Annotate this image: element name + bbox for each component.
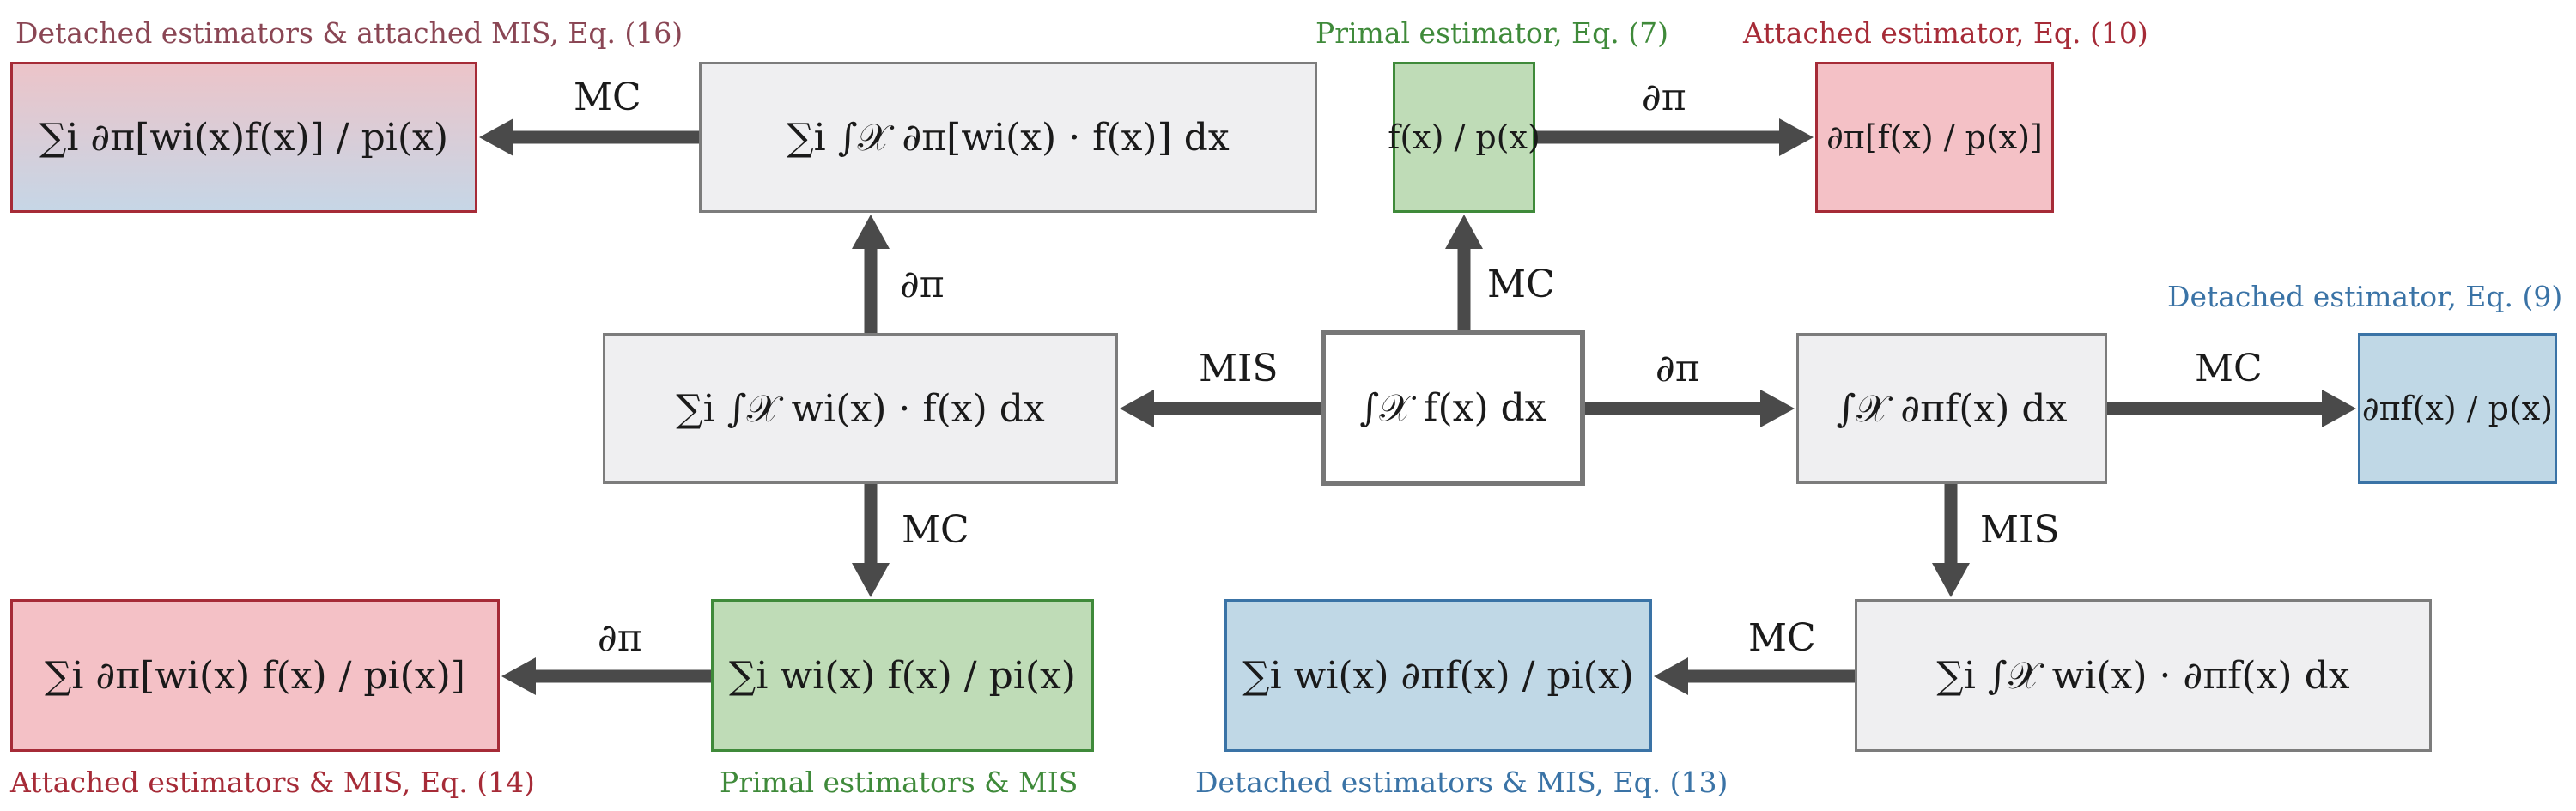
detached-estimator-box: ∂πf(x) / p(x) bbox=[2358, 333, 2557, 484]
attached-estimator-box: ∂π[f(x) / p(x)] bbox=[1815, 62, 2054, 213]
arrow-primal-estimator-to-attached-estimator-head bbox=[1779, 118, 1814, 156]
detached-mis-box: ∑i wi(x) ∂πf(x) / pi(x) bbox=[1224, 599, 1652, 752]
arrow-integral-to-primal-estimator-head bbox=[1445, 215, 1483, 249]
deriv-mis-integral-box: ∑i ∫𝒳 ∂π[wi(x) · f(x)] dx bbox=[699, 62, 1317, 213]
formula-mis-deriv-integral: ∑i ∫𝒳 wi(x) · ∂πf(x) dx bbox=[1936, 653, 2350, 698]
attached-mis-box: ∑i ∂π[wi(x) f(x) / pi(x)] bbox=[10, 599, 500, 752]
formula-deriv-integral: ∫𝒳 ∂πf(x) dx bbox=[1836, 386, 2068, 431]
mis-integral-box: ∑i ∫𝒳 wi(x) · f(x) dx bbox=[603, 333, 1118, 484]
arrow-mis-integral-to-deriv-mis-integral-head bbox=[852, 215, 890, 249]
arrow-integral-to-deriv-integral bbox=[1585, 390, 1795, 427]
detached-attached-mis-box: ∑i ∂π[wi(x)f(x)] / pi(x) bbox=[10, 62, 477, 213]
caption-primal-estimators-mis: Primal estimators & MIS bbox=[720, 766, 1078, 799]
arrow-deriv-mis-integral-to-detached-attached-mis bbox=[479, 118, 699, 156]
edge-label-mis-down: MIS bbox=[1980, 508, 2060, 552]
formula-primal-mis: ∑i wi(x) f(x) / pi(x) bbox=[729, 653, 1076, 698]
edge-label-mis-left: MIS bbox=[1199, 347, 1279, 390]
edge-label-mc-right: MC bbox=[2195, 347, 2263, 390]
edge-label-mc-top-left: MC bbox=[574, 76, 641, 119]
arrow-deriv-integral-to-detached-estimator bbox=[2107, 390, 2356, 427]
formula-mis-integral: ∑i ∫𝒳 wi(x) · f(x) dx bbox=[676, 386, 1045, 431]
primal-estimator-box: f(x) / p(x) bbox=[1388, 62, 1540, 213]
edge-label-mc-down: MC bbox=[902, 508, 969, 552]
arrow-integral-to-mis-integral-head bbox=[1120, 390, 1154, 427]
formula-detached-mis: ∑i wi(x) ∂πf(x) / pi(x) bbox=[1242, 653, 1634, 698]
primal-mis-box: ∑i wi(x) f(x) / pi(x) bbox=[711, 599, 1094, 752]
formula-deriv-mis-integral: ∑i ∫𝒳 ∂π[wi(x) · f(x)] dx bbox=[787, 115, 1230, 160]
mis-deriv-integral-box: ∑i ∫𝒳 wi(x) · ∂πf(x) dx bbox=[1855, 599, 2432, 752]
caption-attached-estimators-mis: Attached estimators & MIS, Eq. (14) bbox=[10, 766, 535, 799]
arrow-deriv-integral-to-detached-estimator-head bbox=[2322, 390, 2356, 427]
edge-label-mc-bottom-right: MC bbox=[1748, 616, 1816, 660]
caption-detached-estimator: Detached estimator, Eq. (9) bbox=[2167, 280, 2563, 313]
arrow-primal-mis-to-attached-mis bbox=[501, 657, 711, 695]
arrow-mis-deriv-integral-to-detached-mis-head bbox=[1654, 657, 1688, 695]
caption-primal-estimator: Primal estimator, Eq. (7) bbox=[1315, 16, 1668, 50]
edge-label-d-right: ∂π bbox=[1656, 347, 1700, 390]
arrow-deriv-integral-to-mis-deriv-integral bbox=[1932, 484, 1970, 597]
arrow-integral-to-mis-integral bbox=[1120, 390, 1321, 427]
arrow-integral-to-deriv-integral-head bbox=[1760, 390, 1795, 427]
arrow-primal-mis-to-attached-mis-head bbox=[501, 657, 536, 695]
arrow-integral-to-primal-estimator bbox=[1445, 215, 1483, 330]
integral-box: ∫𝒳 f(x) dx bbox=[1321, 330, 1585, 486]
arrow-mis-integral-to-primal-mis bbox=[852, 484, 890, 597]
formula-detached-attached-mis: ∑i ∂π[wi(x)f(x)] / pi(x) bbox=[39, 115, 448, 160]
arrow-primal-estimator-to-attached-estimator bbox=[1535, 118, 1814, 156]
formula-integral: ∫𝒳 f(x) dx bbox=[1359, 385, 1546, 430]
edge-label-d-up: ∂π bbox=[900, 263, 945, 306]
caption-detached-attached-mis: Detached estimators & attached MIS, Eq. … bbox=[15, 16, 683, 50]
formula-attached-estimator: ∂π[f(x) / p(x)] bbox=[1826, 118, 2043, 156]
caption-detached-estimators-mis: Detached estimators & MIS, Eq. (13) bbox=[1195, 766, 1728, 799]
formula-attached-mis: ∑i ∂π[wi(x) f(x) / pi(x)] bbox=[45, 653, 465, 698]
arrow-mis-integral-to-primal-mis-head bbox=[852, 563, 890, 597]
caption-attached-estimator: Attached estimator, Eq. (10) bbox=[1743, 16, 2148, 50]
deriv-integral-box: ∫𝒳 ∂πf(x) dx bbox=[1796, 333, 2107, 484]
edge-label-mc-up: MC bbox=[1487, 263, 1555, 306]
arrow-deriv-integral-to-mis-deriv-integral-head bbox=[1932, 563, 1970, 597]
arrow-mis-deriv-integral-to-detached-mis bbox=[1654, 657, 1855, 695]
edge-label-d-top-mid: ∂π bbox=[1642, 76, 1686, 119]
arrow-deriv-mis-integral-to-detached-attached-mis-head bbox=[479, 118, 513, 156]
formula-primal-estimator: f(x) / p(x) bbox=[1388, 118, 1540, 156]
edge-label-d-bottom-left: ∂π bbox=[598, 616, 642, 660]
formula-detached-estimator: ∂πf(x) / p(x) bbox=[2361, 390, 2554, 427]
arrow-mis-integral-to-deriv-mis-integral bbox=[852, 215, 890, 333]
